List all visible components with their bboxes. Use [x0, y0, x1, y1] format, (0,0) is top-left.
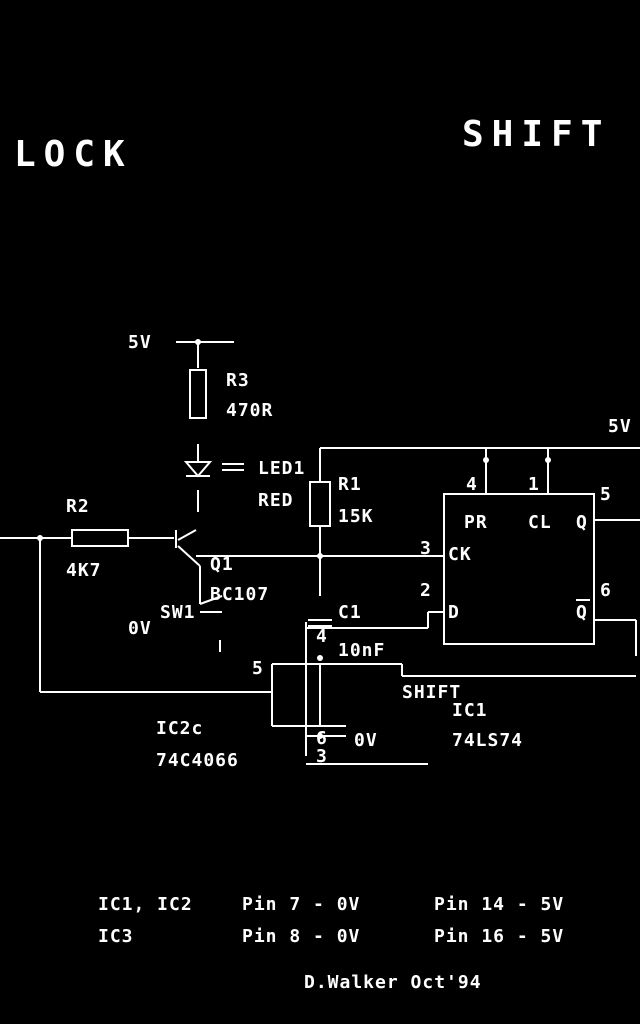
- resistor-r2-symbol: [71, 529, 129, 547]
- ic1-pin-2-label: 2: [420, 580, 432, 601]
- ground-sw1-label: 0V: [128, 618, 152, 639]
- ic2-pin-6-label: 6: [316, 728, 328, 749]
- ic2c-ref-label: IC2c: [156, 718, 203, 739]
- ic1-pin-ck-label: CK: [448, 544, 472, 565]
- transistor-q1-symbol: [175, 529, 201, 567]
- note-line2-pin-b: Pin 16 - 5V: [434, 926, 564, 947]
- r2-value-label: 4K7: [66, 560, 102, 581]
- c1-ref-label: C1: [338, 602, 362, 623]
- r1-ref-label: R1: [338, 474, 362, 495]
- shift-label: SHIFT: [462, 114, 610, 155]
- r3-value-label: 470R: [226, 400, 273, 421]
- ic2-pin-5-label: 5: [252, 658, 264, 679]
- ic1-pin-d-label: D: [448, 602, 460, 623]
- ic1-pin-4-label: 4: [466, 474, 478, 495]
- capacitor-c1-symbol: [308, 619, 332, 627]
- note-line1-pin-a: Pin 7 - 0V: [242, 894, 360, 915]
- sw1-ref-label: SW1: [160, 602, 196, 623]
- note-line1-pin-b: Pin 14 - 5V: [434, 894, 564, 915]
- ic1-pin-q-label: Q: [576, 512, 588, 533]
- ic2-pin-3-label: 3: [316, 746, 328, 767]
- led1-ref-label: LED1: [258, 458, 305, 479]
- credit-label: D.Walker Oct'94: [304, 972, 482, 993]
- note-line2-ic: IC3: [98, 926, 134, 947]
- c1-value-label: 10nF: [338, 640, 385, 661]
- note-line2-pin-a: Pin 8 - 0V: [242, 926, 360, 947]
- ic1-ref-label: IC1: [452, 700, 488, 721]
- supply-5v-right-label: 5V: [608, 416, 632, 437]
- r2-ref-label: R2: [66, 496, 90, 517]
- shift-net-label: SHIFT: [402, 682, 461, 703]
- r1-value-label: 15K: [338, 506, 374, 527]
- ic1-pin-6-label: 6: [600, 580, 612, 601]
- supply-5v-left-label: 5V: [128, 332, 152, 353]
- lock-label: LOCK: [14, 134, 133, 175]
- r3-ref-label: R3: [226, 370, 250, 391]
- wires: [0, 341, 640, 765]
- q1-value-label: BC107: [210, 584, 269, 605]
- note-line1-ic: IC1, IC2: [98, 894, 193, 915]
- ic2c-value-label: 74C4066: [156, 750, 239, 771]
- led1-symbol: [183, 461, 244, 478]
- ic1-pin-cl-label: CL: [528, 512, 552, 533]
- ic1-pin-5-label: 5: [600, 484, 612, 505]
- ic1-value-label: 74LS74: [452, 730, 523, 751]
- junction-dots: [37, 339, 551, 739]
- ic1-pin-1-label: 1: [528, 474, 540, 495]
- resistor-r1-symbol: [309, 481, 331, 527]
- ic2-pin-4-label: 4: [316, 626, 328, 647]
- ground-ic2-label: 0V: [354, 730, 378, 751]
- resistor-r3-symbol: [189, 369, 207, 419]
- led1-value-label: RED: [258, 490, 294, 511]
- ic1-pin-qbar-label: Q: [576, 602, 588, 623]
- q1-ref-label: Q1: [210, 554, 234, 575]
- ic1-pin-pr-label: PR: [464, 512, 488, 533]
- ic1-pin-3-label: 3: [420, 538, 432, 559]
- switch-sw1-symbol: [199, 595, 223, 652]
